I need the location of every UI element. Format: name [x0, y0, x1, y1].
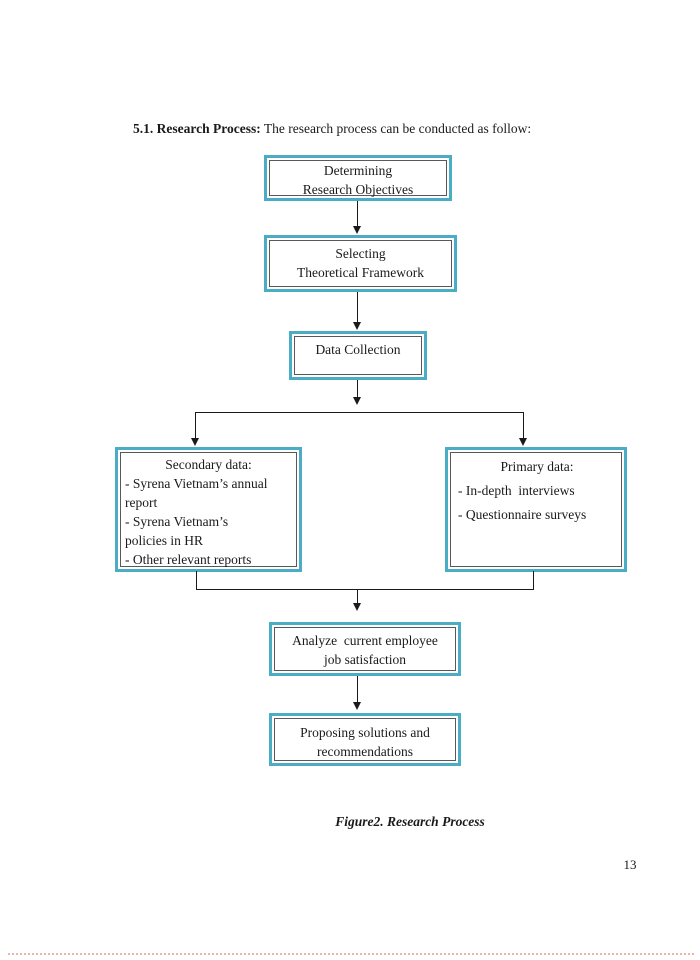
- connector-line: [357, 380, 358, 397]
- flow-node-text: Proposing solutions and recommendations: [300, 725, 430, 759]
- flow-node-data-collection: Data Collection: [289, 331, 427, 380]
- flow-node-list-item: - Questionnaire surveys: [458, 507, 587, 522]
- connector-split-line: [195, 412, 524, 413]
- flow-node-title: Primary data:: [500, 459, 574, 474]
- arrow-down-icon: [353, 226, 361, 234]
- arrow-down-icon: [519, 438, 527, 446]
- flow-node-text: Determining Research Objectives: [302, 163, 414, 197]
- flow-node-list-item: - Syrena Vietnam’s policies in HR: [125, 514, 229, 548]
- connector-line: [523, 412, 524, 438]
- arrow-down-icon: [353, 702, 361, 710]
- figure-caption: Figure2. Research Process: [335, 814, 485, 829]
- connector-line: [357, 201, 358, 226]
- flow-node-title: Secondary data:: [165, 457, 252, 472]
- flow-node-text: Analyze current employee job satisfactio…: [292, 633, 438, 667]
- footer-divider: [8, 953, 694, 955]
- flow-node-analyze-satisfaction: Analyze current employee job satisfactio…: [269, 622, 461, 676]
- section-heading-label: 5.1. Research Process:: [133, 121, 261, 136]
- arrow-down-icon: [353, 603, 361, 611]
- section-heading-text: The research process can be conducted as…: [263, 121, 532, 136]
- page-number: 13: [623, 857, 637, 872]
- flow-node-list-item: - In-depth interviews: [458, 483, 575, 498]
- flow-node-text: Selecting Theoretical Framework: [296, 246, 425, 280]
- connector-merge-line: [196, 589, 534, 590]
- arrow-down-icon: [353, 397, 361, 405]
- flow-node-proposing-solutions: Proposing solutions and recommendations: [269, 713, 461, 766]
- arrow-down-icon: [353, 322, 361, 330]
- connector-line: [357, 292, 358, 322]
- flow-node-primary-data: Primary data: - In-depth interviews - Qu…: [445, 447, 627, 572]
- flow-node-list-item: - Other relevant reports: [125, 552, 252, 567]
- connector-line: [357, 589, 358, 603]
- flow-node-secondary-data: Secondary data: - Syrena Vietnam’s annua…: [115, 447, 302, 572]
- connector-line: [357, 676, 358, 702]
- connector-line: [195, 412, 196, 438]
- flow-node-text: Data Collection: [315, 342, 401, 357]
- arrow-down-icon: [191, 438, 199, 446]
- connector-line: [533, 571, 534, 590]
- section-heading: 5.1. Research Process: The research proc…: [133, 121, 531, 137]
- connector-line: [196, 571, 197, 590]
- flow-node-determining-objectives: Determining Research Objectives: [264, 155, 452, 201]
- flow-node-list-item: - Syrena Vietnam’s annual report: [125, 476, 268, 510]
- flow-node-selecting-framework: Selecting Theoretical Framework: [264, 235, 457, 292]
